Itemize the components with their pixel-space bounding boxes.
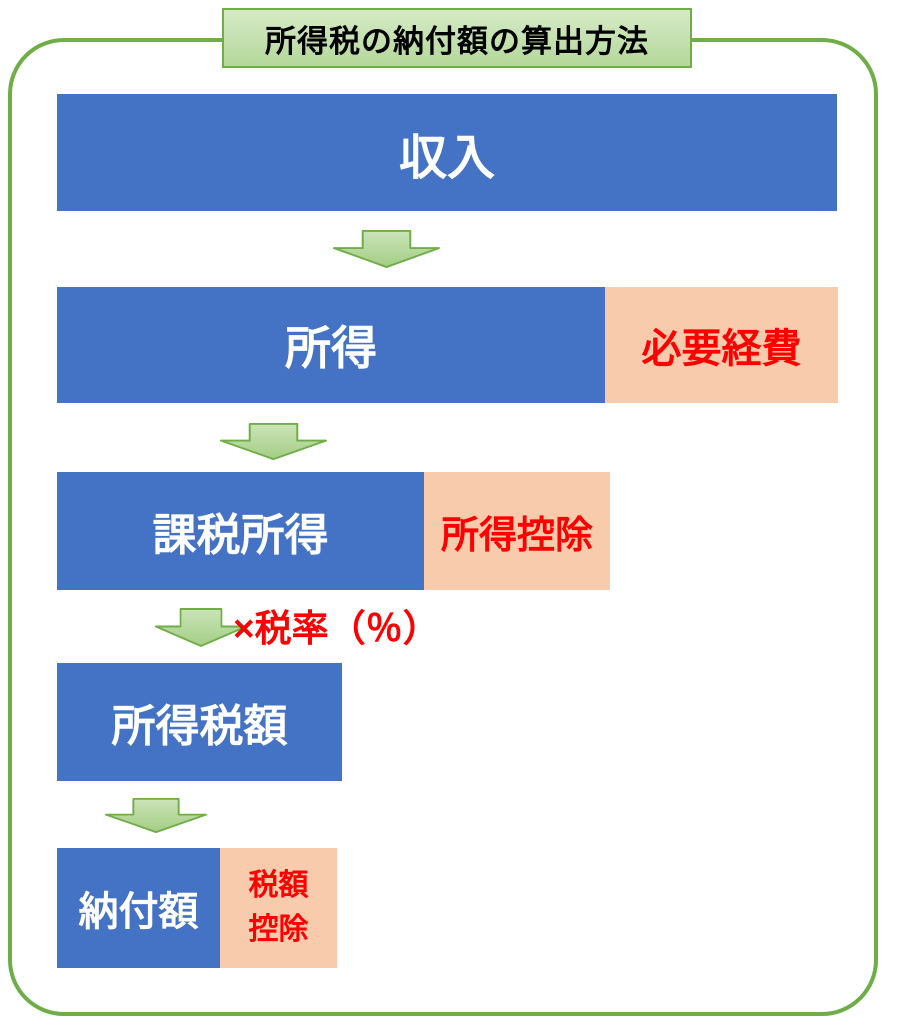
necessary-expenses-segment: 必要経費 [605,287,838,403]
shotoku-label: 所得 [285,322,377,374]
income-tax-label: 所得税額 [111,702,288,751]
title-box: 所得税の納付額の算出方法 [222,8,692,68]
row-shotoku-zeigaku: 所得税額 [57,663,342,781]
income-bar: 収入 [57,94,837,211]
taxable-income-label: 課税所得 [152,511,329,560]
down-arrow-icon [105,798,207,833]
shotoku-bar: 所得 [57,287,605,403]
tax-credit-segment: 税額 控除 [220,848,337,968]
down-arrow-icon [220,423,327,460]
income-deduction-label: 所得控除 [440,514,593,557]
tax-credit-label-line1: 税額 [248,869,309,902]
page-title: 所得税の納付額の算出方法 [265,23,649,59]
row-kazei-shotoku: 課税所得 所得控除 [57,472,610,590]
row-income: 収入 [57,94,837,211]
necessary-expenses-label: 必要経費 [641,327,802,371]
tax-rate-annotation: ×税率（％） [233,604,440,649]
down-arrow-icon [333,230,440,268]
taxable-income-bar: 課税所得 [57,472,424,590]
income-tax-bar: 所得税額 [57,663,342,781]
income-label: 収入 [398,131,495,185]
payment-amount-label: 納付額 [78,890,199,934]
payment-amount-bar: 納付額 [57,848,220,968]
row-shotoku: 所得 必要経費 [57,287,838,403]
tax-credit-label-line2: 控除 [248,913,309,946]
row-nofugaku: 納付額 税額 控除 [57,848,337,968]
down-arrow-icon [155,608,247,647]
income-deduction-segment: 所得控除 [424,472,610,590]
tax-rate-label: ×税率（％） [233,608,440,649]
